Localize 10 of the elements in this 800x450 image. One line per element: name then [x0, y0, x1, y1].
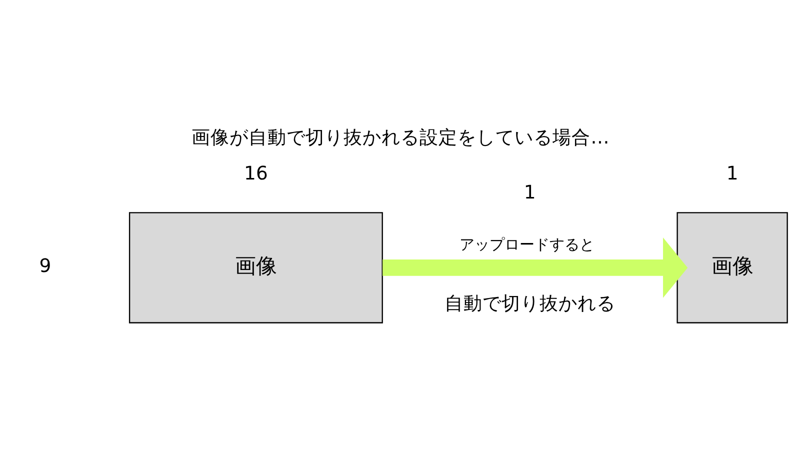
node-box: 画像 — [128, 212, 382, 324]
edge-label: アップロードすると — [459, 235, 594, 254]
label: 1 — [523, 182, 536, 204]
label: 自動で切り抜かれる — [444, 294, 615, 315]
label: 1 — [726, 164, 738, 185]
diagram-title: 画像が自動で切り抜かれる設定をしている場合… — [191, 127, 609, 148]
node-box: 画像 — [676, 212, 788, 324]
arrow — [382, 238, 688, 298]
label: 9 — [38, 256, 51, 278]
label: 16 — [244, 164, 268, 185]
